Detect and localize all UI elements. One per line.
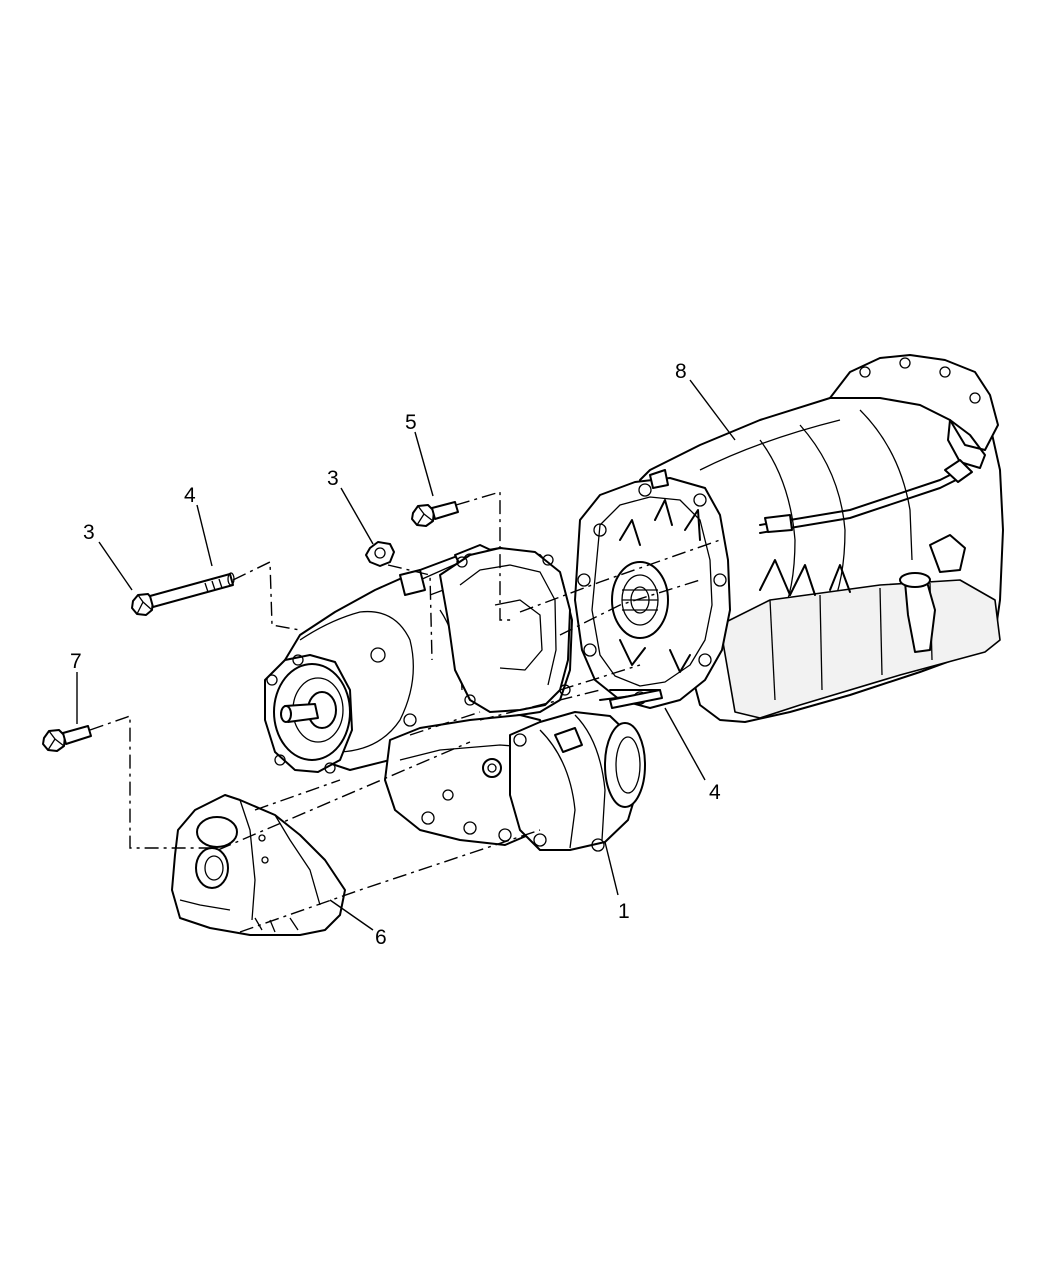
callout-1: 1 [618,900,630,923]
assembly-lines [89,491,721,933]
callout-3-center: 3 [327,467,339,490]
callout-4-upper: 4 [184,484,196,507]
hex-nut-center [365,541,395,567]
long-stud [149,572,235,608]
transmission-stud [609,689,663,709]
callout-labels: 8 5 4 3 3 7 4 1 6 [70,360,721,949]
transmission-assembly [574,354,1004,723]
callout-3-left: 3 [83,521,95,544]
flange-bolt [411,501,459,527]
hex-nut-left [131,593,154,616]
skid-bolt [42,725,92,752]
callout-4-lower: 4 [709,781,721,804]
skid-plate [171,794,346,936]
leader-lines [76,379,736,931]
callout-8: 8 [675,360,687,383]
callout-7: 7 [70,650,82,673]
callout-5: 5 [405,411,417,434]
callout-6: 6 [375,926,387,949]
